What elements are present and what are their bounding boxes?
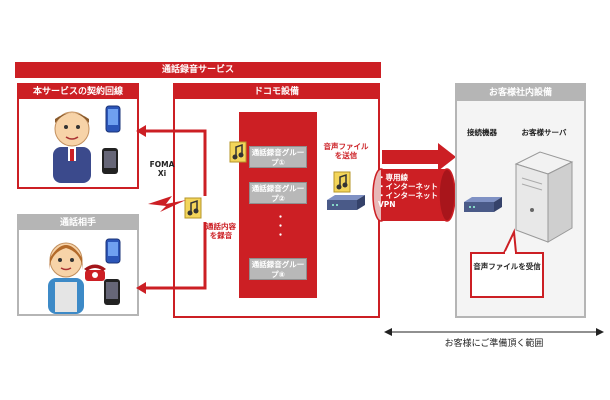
counterpart-phone-black-icon	[104, 279, 120, 305]
recording-group-8: 通話録音グループ⑧	[249, 258, 307, 280]
customer-network-device-icon	[464, 197, 502, 212]
recording-group-2: 通話録音グループ②	[249, 182, 307, 204]
service-title: 通話録音サービス	[161, 65, 234, 75]
audio-file-icon	[333, 171, 351, 193]
docomo-network-device-icon	[327, 195, 365, 210]
receive-callout: 音声ファイルを受信	[470, 252, 544, 298]
contract-phone-blue-icon	[105, 105, 121, 133]
service-banner: 通話録音サービス	[15, 62, 381, 78]
callout-pointer	[502, 228, 518, 255]
foma-xi-label: FOMA Xi	[149, 160, 175, 178]
network-item: ・インターネット	[378, 182, 438, 191]
counterpart-person-icon	[48, 242, 84, 314]
connect-device-label: 接続機器	[467, 128, 497, 137]
server-icon	[514, 151, 574, 243]
contract-line-box: 本サービスの契約回線	[17, 83, 139, 189]
recording-group-ellipsis: ・・・	[274, 212, 284, 239]
record-content-label: 通話内容を録音	[206, 222, 236, 240]
network-types-list: ・専用線 ・インターネット ・インターネットVPN	[378, 173, 444, 209]
counterpart-landline-icon	[84, 264, 106, 281]
audio-file-icon	[229, 141, 247, 163]
send-audio-label: 音声ファイルを送信	[323, 142, 369, 160]
customer-server-label: お客様サーバ	[521, 128, 567, 137]
counterpart-header: 通話相手	[19, 216, 137, 230]
receive-audio-label: 音声ファイルを受信	[473, 262, 541, 271]
network-item: ・インターネットVPN	[378, 191, 438, 209]
recording-group-1: 通話録音グループ①	[249, 146, 307, 168]
docomo-title: ドコモ設備	[253, 87, 299, 97]
contract-line-title: 本サービスの契約回線	[32, 87, 123, 97]
audio-file-icon	[184, 197, 202, 219]
docomo-header: ドコモ設備	[175, 85, 378, 99]
recording-group-column: 通話録音グループ① 通話録音グループ② ・・・ 通話録音グループ⑧	[239, 112, 317, 298]
counterpart-phone-blue-icon	[105, 238, 121, 264]
network-tube	[372, 168, 456, 222]
counterpart-title: 通話相手	[59, 218, 96, 228]
scope-label: お客様にご準備頂く範囲	[444, 339, 544, 349]
customer-header: お客様社内設備	[457, 85, 584, 101]
network-item: ・専用線	[378, 173, 408, 182]
customer-title: お客様社内設備	[488, 88, 552, 98]
contract-phone-black-icon	[102, 148, 118, 174]
counterpart-box: 通話相手	[17, 214, 139, 316]
contract-person-icon	[53, 111, 91, 183]
contract-line-header: 本サービスの契約回線	[19, 85, 137, 99]
